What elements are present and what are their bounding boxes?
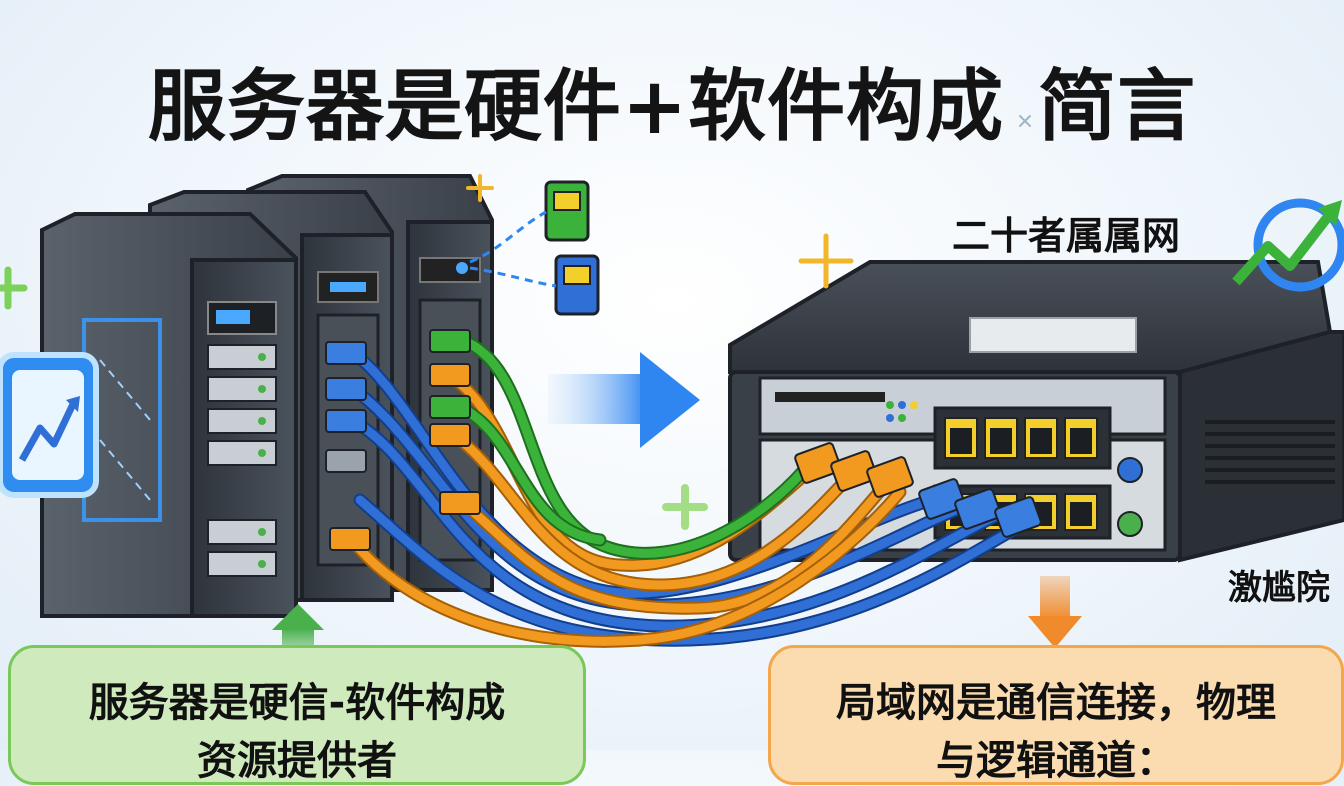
page-title: 服务器是硬件+软件构成简言: [0, 44, 1344, 156]
server-callout-line2: 资源提供者: [197, 738, 397, 784]
switch-label: 二十者属属网: [952, 214, 1181, 258]
lan-callout-line1: 局域网是通信连接，物理: [836, 680, 1276, 726]
title-main: 服务器是硬件+软件构成: [147, 62, 1005, 152]
rj45-connector-icon: [469, 180, 600, 316]
arrow-down-icon: [1028, 576, 1082, 648]
edge-label: 激尴院: [1228, 568, 1330, 608]
growth-arrow-icon: [1232, 198, 1344, 292]
network-illustration: [0, 115, 1344, 658]
trend-chart-icon: [0, 352, 99, 498]
switch-connectors: [794, 442, 1042, 538]
server-callout: 服务器是硬信-软件构成 资源提供者: [8, 645, 586, 785]
title-suffix: 简言: [1038, 62, 1197, 152]
lan-callout-line2: 与逻辑通道：: [936, 738, 1176, 784]
rj45-connector-icon: [325, 329, 481, 551]
plus-icon: [0, 115, 1031, 530]
server-rack-1: [40, 212, 298, 618]
lan-callout: 局域网是通信连接，物理 与逻辑通道：: [768, 645, 1344, 785]
flow-arrow-right-icon: [548, 352, 700, 448]
server-callout-line1: 服务器是硬信-软件构成: [88, 680, 506, 726]
network-cables: [345, 333, 1037, 648]
